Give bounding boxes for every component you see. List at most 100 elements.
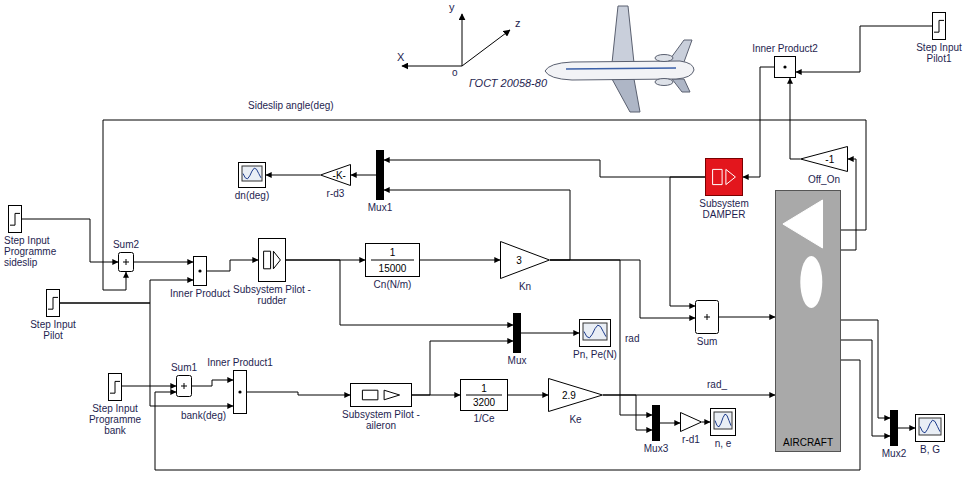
- block-name: Subsystem Pilot - rudder: [232, 284, 312, 306]
- block-glyph: [321, 165, 351, 186]
- scope-symbol: [915, 414, 945, 442]
- block-glyph: [238, 390, 241, 393]
- block-glyph: [181, 383, 187, 389]
- block-glyph: [501, 242, 550, 279]
- sub-block: Subsystem Pilot - rudder: [258, 238, 286, 282]
- mux-block: Mux2: [890, 410, 898, 446]
- step-block: Step Input Pilot: [46, 289, 60, 317]
- block-glyph: [243, 168, 261, 179]
- axis-label: X: [396, 52, 405, 63]
- axis-label: y: [448, 2, 456, 13]
- block-glyph: [726, 169, 736, 184]
- z-axis: [462, 30, 510, 66]
- scope-symbol: [238, 162, 266, 188]
- scope-screen: [919, 418, 941, 435]
- sum-block: Sum1: [176, 375, 192, 397]
- sum-symbol: [695, 300, 719, 334]
- block-glyph: [466, 395, 502, 396]
- signal-line: [420, 260, 500, 261]
- block-name: 1/Ce: [473, 413, 494, 424]
- signal-line: [898, 428, 915, 429]
- block-name: Inner Product2: [752, 43, 818, 54]
- engine: [655, 55, 673, 62]
- tf-block: 115000Cn(N/m): [365, 243, 420, 277]
- block-outline: [351, 384, 412, 407]
- block-name: Inner Product1: [207, 357, 273, 368]
- block-glyph: [715, 414, 731, 427]
- block-glyph: [362, 390, 378, 400]
- block-glyph: [110, 381, 120, 393]
- mux-block: Mux: [513, 313, 521, 353]
- block-name: Off_On: [808, 174, 840, 185]
- signal-line: [702, 422, 710, 423]
- signal-line: [521, 333, 579, 334]
- airplane-picture: [545, 6, 694, 112]
- block-glyph: [123, 259, 129, 265]
- gainl-symbol: [800, 146, 848, 172]
- mux-block: Mux1: [376, 150, 384, 200]
- block-glyph: [48, 297, 58, 309]
- block-outline: [514, 314, 521, 353]
- block-parameter: 3200: [473, 397, 495, 408]
- prod-symbol: [193, 256, 207, 286]
- block-glyph: [198, 269, 201, 272]
- block-outline: [9, 206, 22, 233]
- block-outline: [696, 301, 719, 334]
- block-outline: [916, 415, 945, 442]
- axis-label: o: [451, 67, 459, 78]
- signal-line: [603, 395, 652, 430]
- block-outline: [580, 320, 611, 347]
- block-name: Pn, Pe(N): [573, 349, 617, 360]
- sub-symbol: [350, 383, 412, 407]
- signal-line: [841, 159, 856, 250]
- gainr-symbol: [680, 412, 702, 432]
- block-outline: [109, 374, 122, 401]
- signal-line: [841, 320, 890, 418]
- signal-line: [247, 392, 350, 395]
- block-outline: [775, 57, 796, 78]
- fuselage: [545, 61, 694, 80]
- block-name: Mux2: [882, 448, 906, 459]
- signal-line: [412, 395, 460, 396]
- prod-block: Inner Product: [193, 256, 207, 286]
- signal-line: [550, 260, 695, 318]
- prod-block: Inner Product1: [233, 370, 247, 414]
- prod-block: Inner Product2: [774, 56, 796, 78]
- block-outline: [366, 244, 420, 277]
- scope-screen: [242, 166, 262, 181]
- block-glyph: [549, 379, 603, 412]
- wing: [612, 6, 634, 63]
- signal-line: [134, 262, 193, 263]
- block-name: AIRCRAFT: [783, 437, 833, 448]
- sub-block: Subsystem Pilot - aileron: [350, 383, 412, 407]
- block-name: Ke: [569, 414, 581, 425]
- sub-symbol: [258, 238, 286, 282]
- block-name: Step Input Pilot1: [907, 42, 971, 64]
- axes: [402, 14, 510, 66]
- block-outline: [653, 406, 660, 441]
- block-glyph: [713, 169, 723, 184]
- block-outline: [461, 380, 508, 411]
- gainr-block: 3Kn: [500, 241, 550, 279]
- block-outline: [776, 191, 841, 452]
- scope-block: Pn, Pe(N): [579, 319, 611, 347]
- block-name: Sum1: [171, 362, 197, 373]
- signal-name: rad: [624, 333, 640, 344]
- gainr-block: r-d1: [680, 412, 702, 432]
- signal-line: [841, 340, 890, 436]
- signal-line: [743, 67, 774, 177]
- signal-line: [286, 260, 513, 325]
- block-glyph: [783, 65, 786, 68]
- block-glyph: [584, 325, 606, 338]
- signal-line: [60, 303, 233, 406]
- block-outline: [234, 371, 247, 414]
- signal-line: [790, 78, 800, 159]
- scope-block: B, G: [915, 414, 945, 442]
- block-name: Sum2: [113, 239, 139, 250]
- sum-symbol: [118, 252, 134, 272]
- block-parameter: 2.9: [562, 390, 576, 401]
- block-glyph: [801, 147, 848, 172]
- block-glyph: [273, 251, 280, 269]
